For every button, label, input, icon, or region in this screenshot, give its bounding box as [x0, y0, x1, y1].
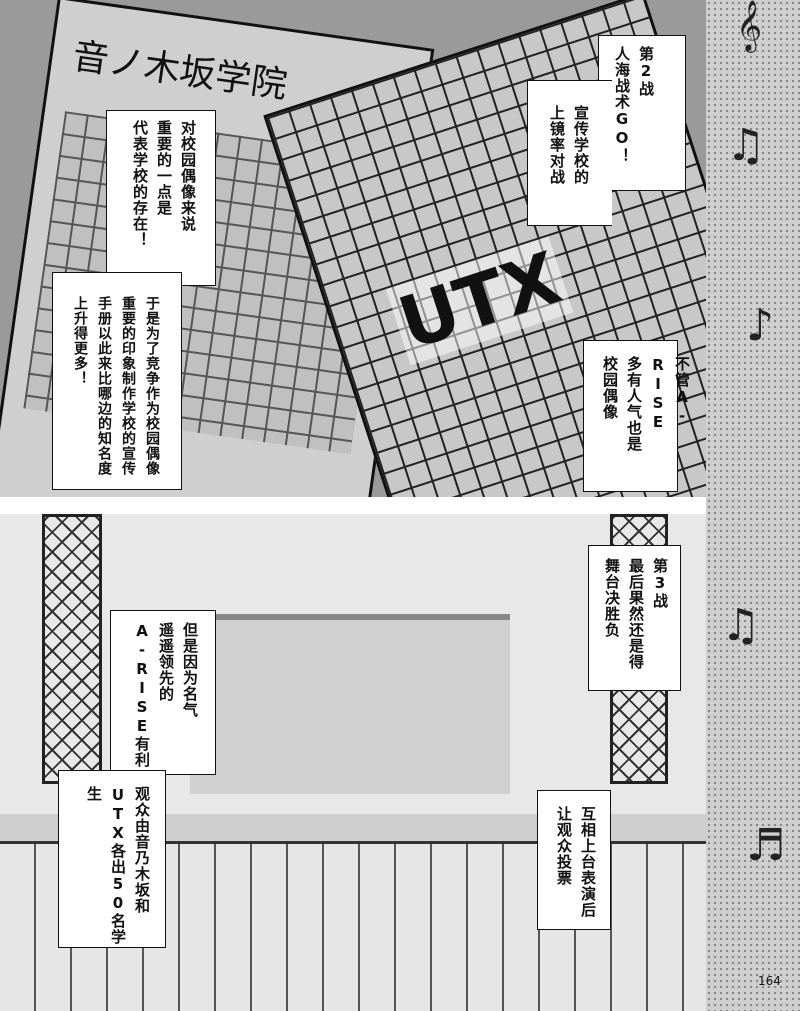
utx-sign: UTX	[385, 236, 574, 366]
caption-text: 第2战 人海战术GO！	[610, 46, 658, 186]
caption-line: 多有人气也是	[625, 356, 643, 452]
caption-text: 但是因为名气 遥遥领先的 A-RISE有利	[130, 622, 202, 772]
caption-line: 不管A-RISE	[649, 356, 691, 432]
caption-line: 对校园偶像来说	[179, 120, 197, 232]
caption-box	[106, 110, 216, 286]
caption-line: 代表学校的存在！	[131, 120, 149, 248]
caption-line: 重要的印象制作学校的宣传	[120, 296, 136, 476]
caption-line: 但是因为名气	[181, 622, 199, 718]
stage-screen	[190, 614, 510, 794]
caption-box	[598, 35, 686, 191]
caption-line: 上升得更多！	[72, 296, 88, 386]
caption-line: 观众由音乃木坂和	[133, 786, 151, 914]
caption-box	[58, 770, 166, 948]
caption-text: 不管A-RISE 多有人气也是 校园偶像	[598, 356, 694, 486]
caption-line: 第3战	[651, 558, 669, 609]
caption-line: 宣传学校的	[572, 105, 590, 185]
caption-box	[110, 610, 216, 775]
caption-text: 第3战 最后果然还是得 舞台决胜负	[600, 558, 672, 688]
caption-text: 观众由音乃木坂和 UTX各出50名学生	[82, 786, 154, 946]
caption-box	[52, 272, 182, 490]
music-sidebar-decoration: 𝄞 ♫ ♪ ♫ ♬	[706, 0, 800, 1011]
caption-box	[583, 340, 678, 492]
caption-text: 互相上台表演后 让观众投票	[552, 806, 600, 931]
caption-line: 人海战术GO！	[613, 46, 631, 164]
caption-line: 遥遥领先的	[157, 622, 175, 702]
caption-line: 上镜率对战	[548, 105, 566, 185]
music-note-icon: ♪	[746, 300, 775, 351]
caption-line: 舞台决胜负	[603, 558, 621, 638]
caption-line: 让观众投票	[555, 806, 573, 886]
caption-line: 互相上台表演后	[579, 806, 597, 918]
left-truss	[42, 514, 102, 784]
caption-line: UTX各出50名学生	[85, 786, 127, 945]
caption-line: 第2战	[637, 46, 655, 97]
top-panel: 音ノ木坂学院 UTX 第2战 人海战术GO！ 宣传学校的 上镜率对战 对校园偶像…	[0, 0, 706, 497]
caption-line: 最后果然还是得	[627, 558, 645, 670]
page-number: 164	[758, 974, 781, 988]
caption-box	[588, 545, 681, 691]
caption-text: 宣传学校的 上镜率对战	[545, 105, 593, 225]
caption-text: 对校园偶像来说 重要的一点是 代表学校的存在！	[128, 120, 200, 290]
caption-text: 于是为了竞争作为校园偶像 重要的印象制作学校的宣传 手册以此来比哪边的知名度 上…	[68, 296, 164, 496]
caption-line: 手册以此来比哪边的知名度	[96, 296, 112, 476]
treble-clef-icon: 𝄞	[736, 0, 763, 51]
music-note-icon: ♬	[746, 820, 786, 871]
caption-line: A-RISE有利	[133, 622, 151, 768]
caption-line: 校园偶像	[601, 356, 619, 420]
music-note-icon: ♫	[726, 120, 766, 171]
caption-line: 于是为了竞争作为校园偶像	[144, 296, 160, 476]
caption-box	[527, 80, 612, 226]
school-sign: 音ノ木坂学院	[69, 35, 290, 107]
caption-box	[537, 790, 611, 930]
bottom-panel: 第3战 最后果然还是得 舞台决胜负 但是因为名气 遥遥领先的 A-RISE有利 …	[0, 514, 706, 1011]
caption-line: 重要的一点是	[155, 120, 173, 216]
music-note-icon: ♫	[721, 600, 761, 651]
